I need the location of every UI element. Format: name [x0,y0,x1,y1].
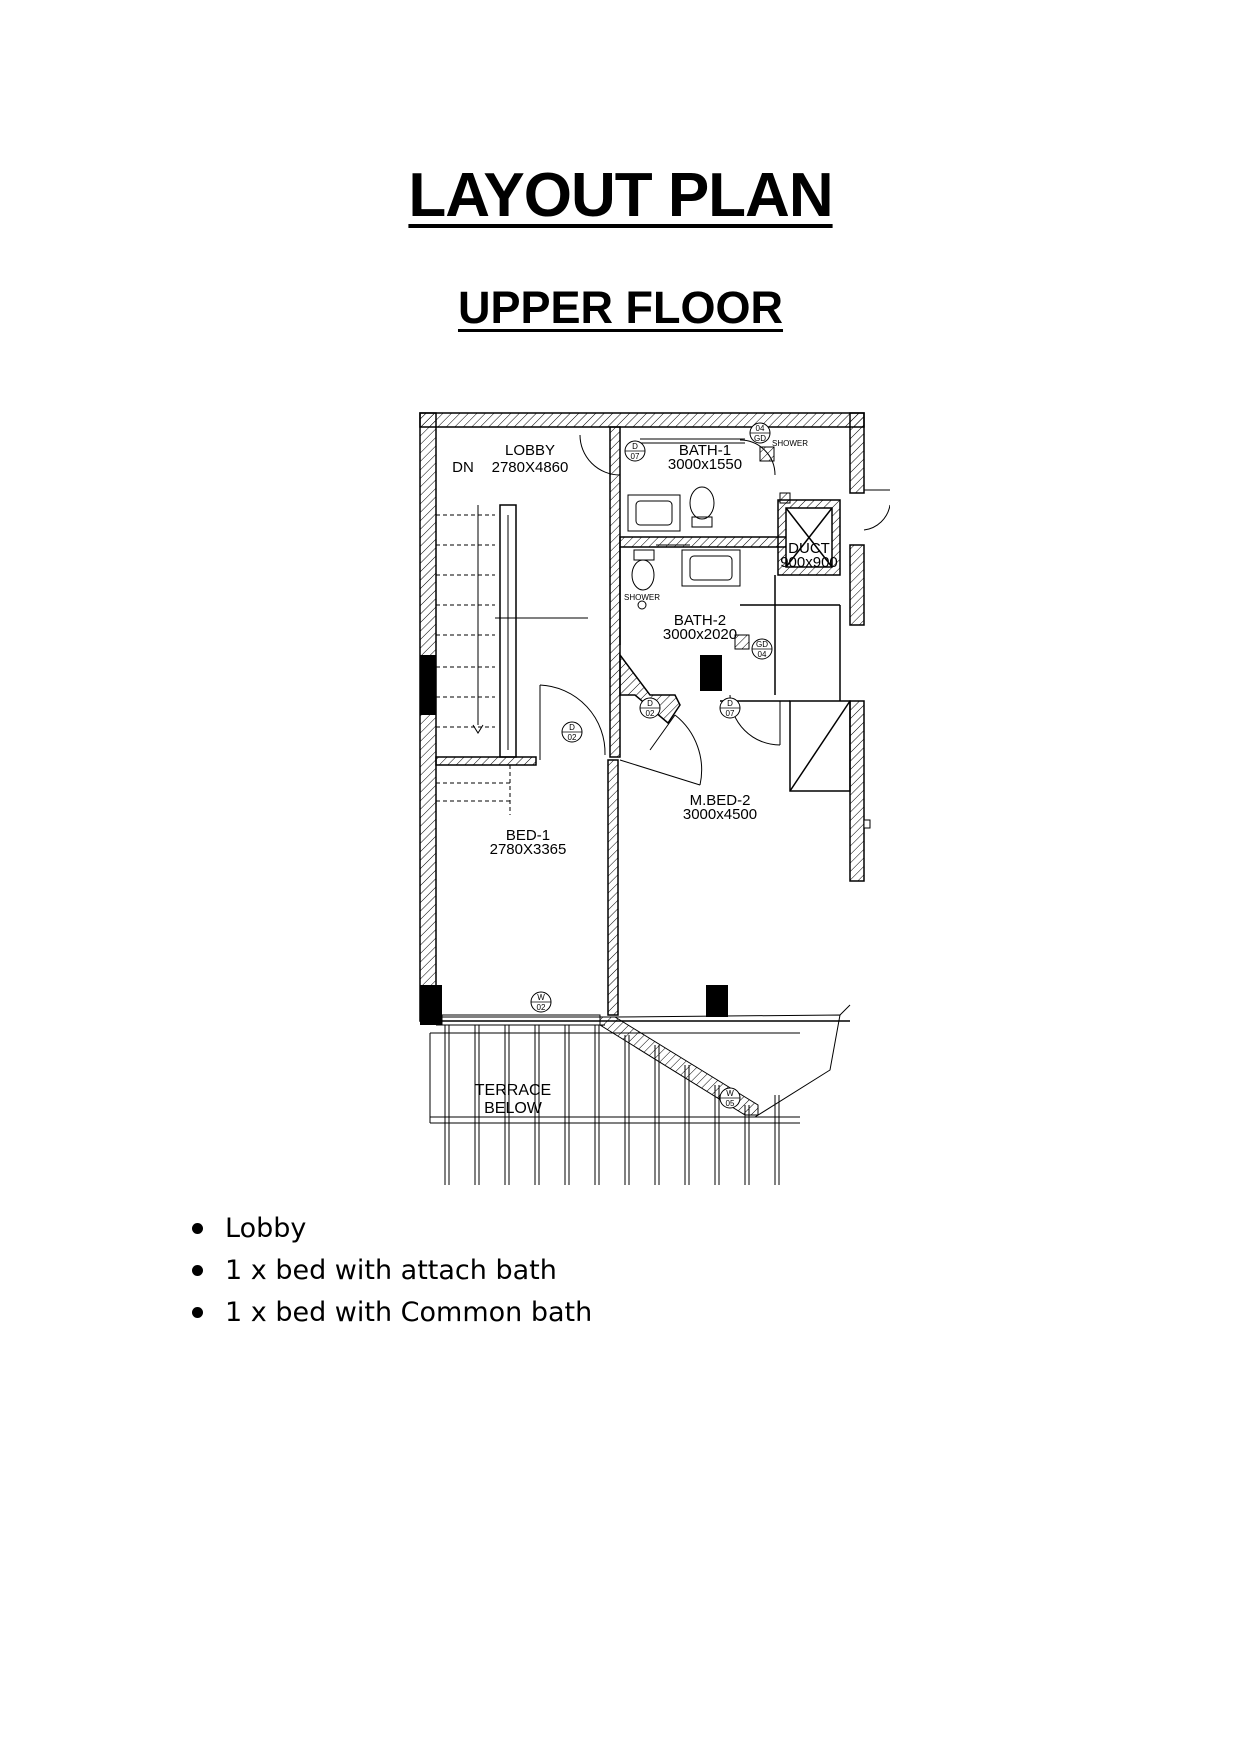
page-title: LAYOUT PLAN [408,161,833,230]
lobby-name: LOBBY [505,442,555,459]
feature-item: 1 x bed with attach bath [180,1250,592,1292]
bullet-icon [192,1265,203,1276]
svg-text:05: 05 [726,1099,735,1108]
mbed2-size: 3000x4500 [683,806,757,823]
svg-text:D: D [569,723,575,732]
feature-list: Lobby 1 x bed with attach bath 1 x bed w… [180,1208,592,1334]
tag-w2: W 05 [719,1087,741,1109]
floor-plan: LOBBY 2780X4860 DN BATH-1 3000x1550 DUCT… [419,412,890,1185]
lobby-size: 2780X4860 [492,459,569,476]
svg-text:GD: GD [754,434,766,443]
tag-gd2: GD 04 [751,638,773,660]
bath-fixtures [627,438,791,650]
feature-text: 1 x bed with attach bath [225,1255,557,1286]
svg-text:02: 02 [537,1003,546,1012]
tag-d4: D 07 [719,697,741,719]
opening-tags: D 07 04 GD D 02 D 02 D 07 [530,422,773,1109]
svg-text:02: 02 [646,709,655,718]
bath1-size: 3000x1550 [668,456,742,473]
svg-text:04: 04 [758,650,767,659]
svg-text:W: W [726,1089,734,1098]
terrace-name: TERRACE [475,1082,551,1099]
svg-text:GD: GD [756,640,768,649]
tag-d2: D 02 [561,721,583,743]
shower-label-bath2: SHOWER [624,593,660,602]
tag-w1: W 02 [530,991,552,1013]
shower-label-bath1: SHOWER [772,439,808,448]
stair-direction-label: DN [452,459,474,476]
bath2-size: 3000x2020 [663,626,737,643]
bed1-name: BED-1 [506,827,550,844]
tag-d1: D 07 [624,440,646,462]
bullet-icon [192,1223,203,1234]
duct-name: DUCT [788,540,830,557]
feature-item: Lobby [180,1208,592,1250]
columns [420,655,728,1025]
bullet-icon [192,1307,203,1318]
tag-gd1: 04 GD [749,422,771,444]
svg-text:07: 07 [726,709,735,718]
terrace-pergola [429,1004,851,1185]
duct-size: 900x900 [780,554,838,571]
feature-text: 1 x bed with Common bath [225,1297,593,1328]
feature-item: 1 x bed with Common bath [180,1292,592,1334]
bath1-name: BATH-1 [679,442,731,459]
svg-text:D: D [647,699,653,708]
svg-text:02: 02 [568,733,577,742]
feature-text: Lobby [225,1213,307,1244]
svg-text:04: 04 [756,424,765,433]
interior-walls [435,426,851,1016]
bath2-name: BATH-2 [674,612,726,629]
tag-d3: D 02 [639,697,661,719]
terrace-sub: BELOW [484,1100,543,1117]
room-labels: LOBBY 2780X4860 DN BATH-1 3000x1550 DUCT… [452,439,838,1117]
page-subtitle: UPPER FLOOR [457,282,784,333]
svg-text:D: D [727,699,733,708]
mbed2-name: M.BED-2 [690,792,751,809]
bed1-size: 2780X3365 [490,841,567,858]
svg-text:07: 07 [631,452,640,461]
svg-text:D: D [632,442,638,451]
svg-text:W: W [537,993,545,1002]
staircase [436,504,588,815]
windows [863,489,890,829]
